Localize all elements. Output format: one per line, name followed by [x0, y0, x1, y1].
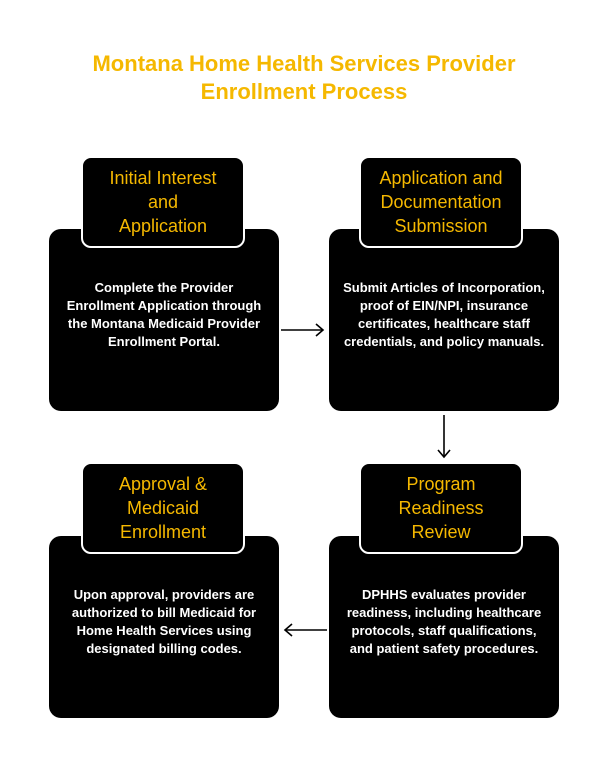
step-title-medicaid-enrollment: Approval & Medicaid Enrollment [81, 462, 245, 554]
step-title-line: Readiness [398, 498, 484, 518]
step-title-documentation-submission: Application and Documentation Submission [359, 156, 523, 248]
step-card-readiness-review: DPHHS evaluates provider readiness, incl… [329, 536, 559, 718]
step-description-readiness-review: DPHHS evaluates provider readiness, incl… [346, 587, 542, 656]
page-title-line-2: Enrollment Process [200, 79, 408, 104]
step-title-line: Submission [394, 216, 488, 236]
step-description-documentation-submission: Submit Articles of Incorporation, proof … [343, 280, 545, 349]
step-title-readiness-review: Program Readiness Review [359, 462, 523, 554]
page-title-line-1: Montana Home Health Services Provider [92, 51, 516, 76]
step-description-initial-interest: Complete the Provider Enrollment Applica… [66, 280, 262, 349]
step-title-line: Application [118, 216, 208, 236]
arrow-left-icon [283, 623, 327, 637]
step-title-line: Initial Interest [109, 168, 217, 188]
step-card-initial-interest: Complete the Provider Enrollment Applica… [49, 229, 279, 411]
step-card-documentation-submission: Submit Articles of Incorporation, proof … [329, 229, 559, 411]
step-title-line: Documentation [380, 192, 502, 212]
step-description-medicaid-enrollment: Upon approval, providers are authorized … [71, 587, 257, 656]
step-title-line: Review [411, 522, 471, 542]
step-title-initial-interest: Initial Interest and Application [81, 156, 245, 248]
step-title-line: and [147, 192, 179, 212]
step-title-line: Medicaid [126, 498, 200, 518]
step-title-line: Enrollment [119, 522, 207, 542]
arrow-right-icon [281, 323, 325, 337]
step-card-medicaid-enrollment: Upon approval, providers are authorized … [49, 536, 279, 718]
step-title-line: Application and [379, 168, 503, 188]
page-title: Montana Home Health Services Provider En… [0, 50, 608, 106]
step-title-line: Approval & [118, 474, 208, 494]
step-title-line: Program [406, 474, 476, 494]
arrow-down-icon [437, 415, 451, 459]
